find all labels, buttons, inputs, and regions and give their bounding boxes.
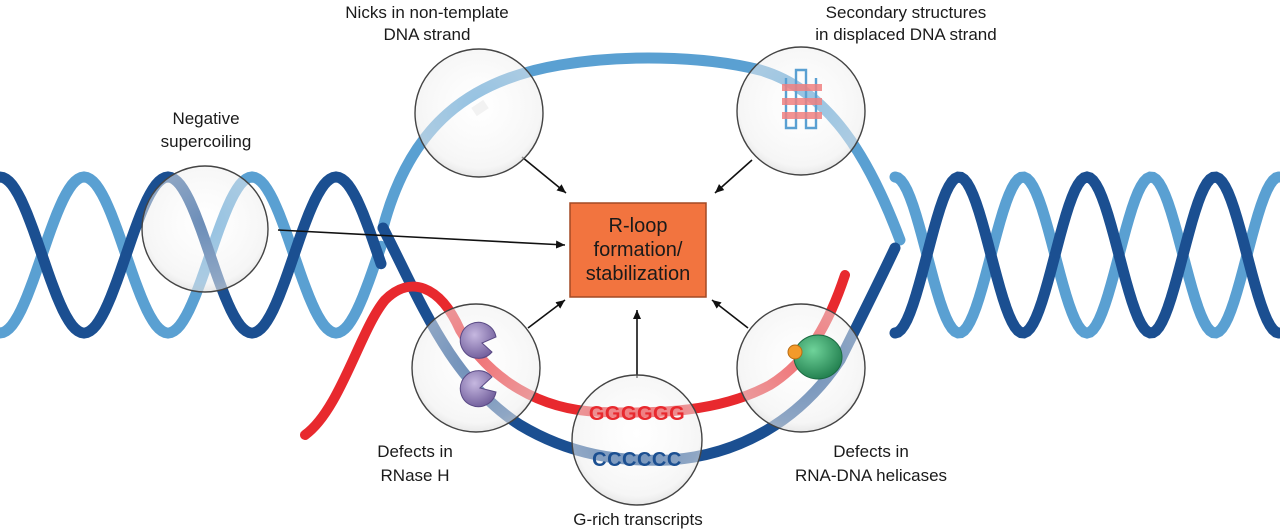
dna-c-sequence: CCCCCC bbox=[592, 449, 682, 471]
g-quadruplex-structure bbox=[782, 68, 822, 130]
helicase-cofactor-dot bbox=[787, 344, 803, 360]
stack-bar-1 bbox=[782, 84, 822, 91]
bubble-supercoiling-circle bbox=[141, 165, 269, 293]
label-grich: G-rich transcripts bbox=[573, 510, 702, 529]
label-supercoiling-line1: Negative bbox=[172, 109, 239, 128]
right-duplex-light-strand bbox=[889, 171, 1280, 339]
label-supercoiling-line2: supercoiling bbox=[161, 132, 252, 151]
right-duplex-dark-strand bbox=[889, 171, 1280, 339]
arrow-supercoiling bbox=[277, 229, 566, 249]
label-secondary-line2: in displaced DNA strand bbox=[815, 25, 996, 44]
label-rnaseh-line2: RNase H bbox=[381, 466, 450, 485]
bubble-rnaseh bbox=[411, 303, 541, 433]
helicase-enzyme bbox=[793, 334, 843, 380]
bubble-nicks bbox=[414, 48, 544, 178]
stack-bar-2 bbox=[782, 98, 822, 105]
arrow-helicases bbox=[711, 299, 749, 329]
arrow-rnaseh bbox=[527, 299, 566, 329]
center-box-line3: stabilization bbox=[586, 263, 691, 285]
arrow-nicks bbox=[521, 156, 567, 194]
center-box-line2: formation/ bbox=[594, 239, 683, 261]
bubble-secondary-circle bbox=[736, 46, 866, 176]
center-box-line1: R-loop bbox=[609, 215, 668, 237]
bubble-grich-circle bbox=[571, 374, 703, 506]
label-rnaseh-line1: Defects in bbox=[377, 442, 453, 461]
center-box: R-loop formation/ stabilization bbox=[569, 202, 707, 298]
left-duplex-light-strand bbox=[0, 171, 387, 339]
stack-bar-3 bbox=[782, 112, 822, 119]
arrows bbox=[277, 156, 753, 378]
rna-g-sequence: GGGGGG bbox=[589, 403, 685, 425]
arrow-secondary bbox=[714, 159, 753, 194]
label-nicks-line1: Nicks in non-template bbox=[345, 3, 508, 22]
bubble-secondary bbox=[736, 46, 866, 176]
label-helicases-line2: RNA-DNA helicases bbox=[795, 466, 947, 485]
label-helicases-line1: Defects in bbox=[833, 442, 909, 461]
rnaseh-enzyme-top bbox=[459, 321, 497, 359]
rnaseh-enzyme-bottom bbox=[459, 370, 497, 408]
bubble-rnaseh-circle bbox=[411, 303, 541, 433]
label-secondary-line1: Secondary structures bbox=[826, 3, 987, 22]
bubble-grich: GGGGGG CCCCCC bbox=[571, 374, 703, 506]
bubble-helicases bbox=[736, 303, 866, 433]
hairpin-outline bbox=[784, 68, 818, 130]
nick-gap-mark bbox=[471, 99, 489, 117]
center-box-rect bbox=[569, 202, 707, 298]
bubble-supercoiling bbox=[141, 165, 269, 293]
label-nicks-line2: DNA strand bbox=[384, 25, 471, 44]
labels: Nicks in non-template DNA strand Seconda… bbox=[161, 3, 997, 529]
